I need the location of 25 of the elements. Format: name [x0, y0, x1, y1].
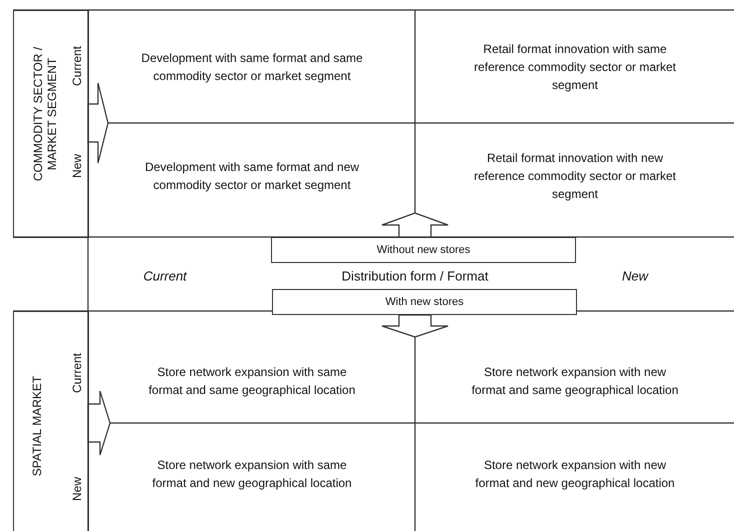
- axis-label-box: [13, 311, 89, 531]
- block-arrow: [381, 212, 449, 238]
- axis-label: New: [71, 154, 85, 178]
- axis-label-box: [13, 10, 89, 238]
- axis-title: COMMODITY SECTOR / MARKET SEGMENT: [32, 46, 60, 184]
- cell-text: Store network expansion with new format and new geographical location: [416, 424, 734, 524]
- axis-label: New: [622, 268, 648, 284]
- block-arrow: [87, 82, 109, 164]
- axis-title: Distribution form / Format: [342, 268, 488, 284]
- axis-title: SPATIAL MARKET: [31, 374, 45, 478]
- axis-label: Current: [143, 268, 187, 284]
- label-box: With new stores: [272, 289, 577, 315]
- block-arrow: [87, 390, 111, 456]
- block-arrow: [381, 314, 449, 338]
- cell-text: Development with same format and same commodity sector or market segment: [89, 11, 415, 123]
- axis-label: New: [71, 477, 85, 501]
- label-box: Without new stores: [271, 237, 576, 263]
- cell-text: Retail format innovation with new reference commodity sector or market segment: [416, 124, 734, 228]
- cell-text: Store network expansion with same format and same geographical location: [89, 338, 415, 423]
- axis-label: Current: [71, 353, 85, 393]
- cell-text: Development with same format and new commodity sector or market segment: [89, 124, 415, 228]
- axis-label: Current: [71, 46, 85, 86]
- cell-text: Store network expansion with same format and new geographical location: [89, 424, 415, 524]
- cell-text: Retail format innovation with same reference commodity sector or market segment: [416, 11, 734, 123]
- cell-text: Store network expansion with new format and same geographical location: [416, 338, 734, 423]
